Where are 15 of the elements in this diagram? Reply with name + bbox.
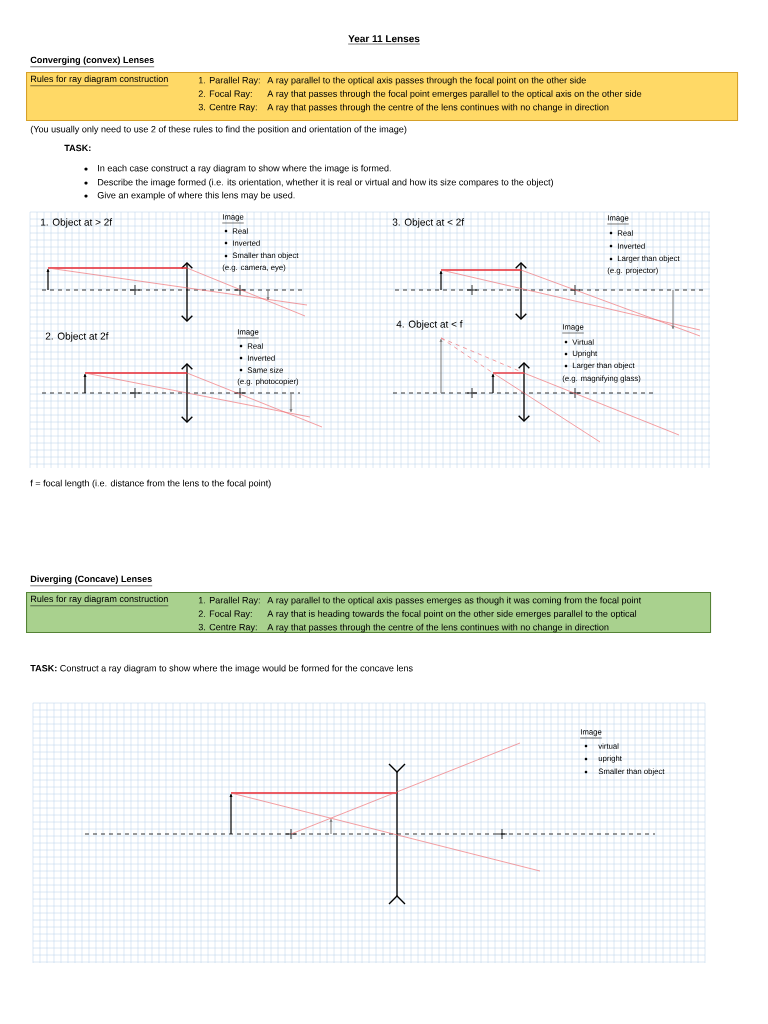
page-title: Year 11 Lenses (347, 35, 421, 45)
rules-box: Rules for ray diagram construction 1. Parallel Ray: A ray parallel to the optical axis passes emerges as though it was coming from the focal point 2. Focal Ray: A ray that is heading towards the focal point on the other side emerges parallel to the optical 3. Centre Ray: A ray that passes through the centre of the lens continues with no change in direction (26, 592, 712, 634)
bullet-item: In each case construct a ray diagram to show where the image is formed. (84, 164, 391, 174)
definition-text: f = focal length (i.e. distance from the lens to the focal point) (30, 479, 271, 489)
case-heading: 4. Object at < f (396, 320, 463, 330)
bullet-item: Describe the image formed (i.e. its orientation, whether it is real or virtual and how its size compares to the object) (84, 178, 554, 188)
bullet-item: Give an example of where this lens may be used. (84, 191, 295, 201)
case-heading: 3. Object at < 2f (392, 218, 465, 228)
rules-box: Rules for ray diagram construction 1. Parallel Ray: A ray parallel to the optical axis passes through the focal point on the other side 2. Focal Ray: A ray that passes through the focal point emerges parallel to the optical axis on the other side 3. Centre Ray: A ray that passes through the centre of the lens continues with no change in direction (26, 72, 739, 122)
case-heading: 1. Object at > 2f (41, 218, 113, 228)
task-heading: TASK: (64, 144, 91, 152)
task-text: TASK: Construct a ray diagram to show where the image would be formed for the concave lens (30, 664, 413, 674)
section-heading: Diverging (Concave) Lenses (30, 575, 153, 587)
case-heading: 2. Object at 2f (45, 332, 109, 342)
section-heading: Converging (convex) Lenses (30, 56, 155, 68)
